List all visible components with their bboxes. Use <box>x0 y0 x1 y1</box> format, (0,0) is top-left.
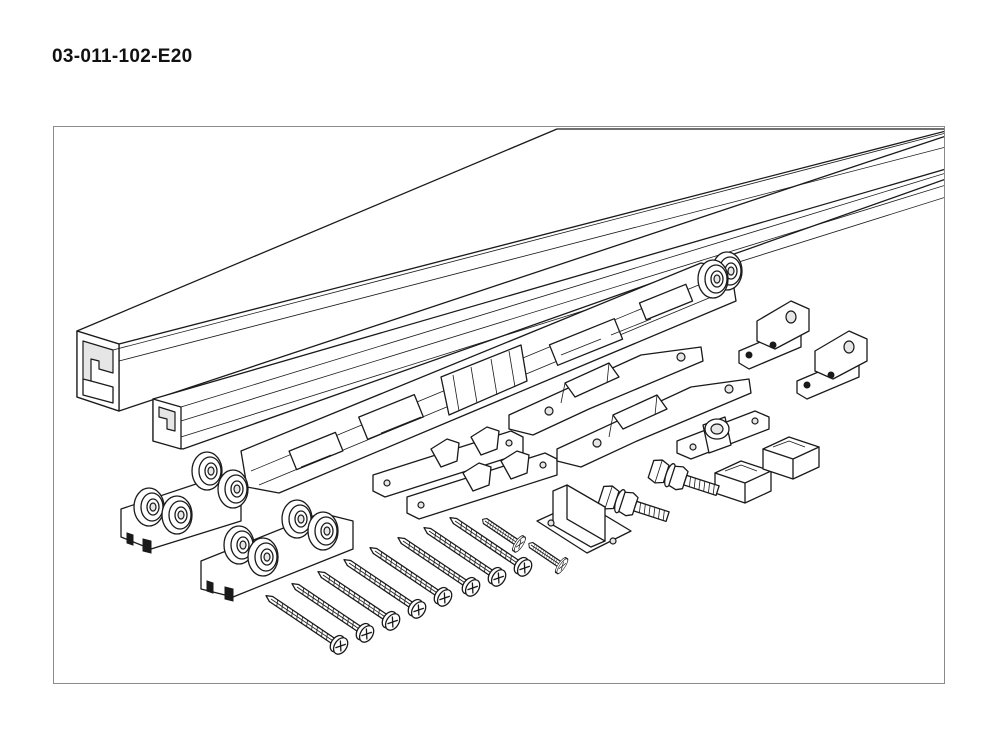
mounting-bracket-1 <box>508 346 704 436</box>
adjustment-bolt-2 <box>646 456 722 503</box>
screw-9 <box>476 511 528 555</box>
rear-trolley <box>200 499 354 602</box>
door-angle-bracket <box>536 484 632 554</box>
part-number-title: 03-011-102-E20 <box>52 46 193 67</box>
floor-guide-plate <box>676 410 770 460</box>
trolley-carriage-assembly <box>240 251 743 494</box>
end-stop-clip-2 <box>796 330 868 400</box>
drawing-frame <box>53 126 945 684</box>
track-stopper-2 <box>406 450 558 520</box>
end-cap-1 <box>714 460 772 504</box>
exploded-view-drawing <box>76 128 944 658</box>
screw-2 <box>286 575 378 646</box>
lower-guide-rail <box>152 168 944 450</box>
end-cap-2 <box>762 436 820 480</box>
screw-5 <box>364 539 456 610</box>
upper-track-rail <box>76 128 944 412</box>
screw-3 <box>312 563 404 634</box>
screw-1 <box>260 587 352 658</box>
front-trolley <box>120 451 249 554</box>
track-stopper-1 <box>372 426 524 498</box>
end-stop-clip-1 <box>738 300 810 370</box>
mounting-bracket-2 <box>556 378 752 468</box>
screw-4 <box>338 551 430 622</box>
